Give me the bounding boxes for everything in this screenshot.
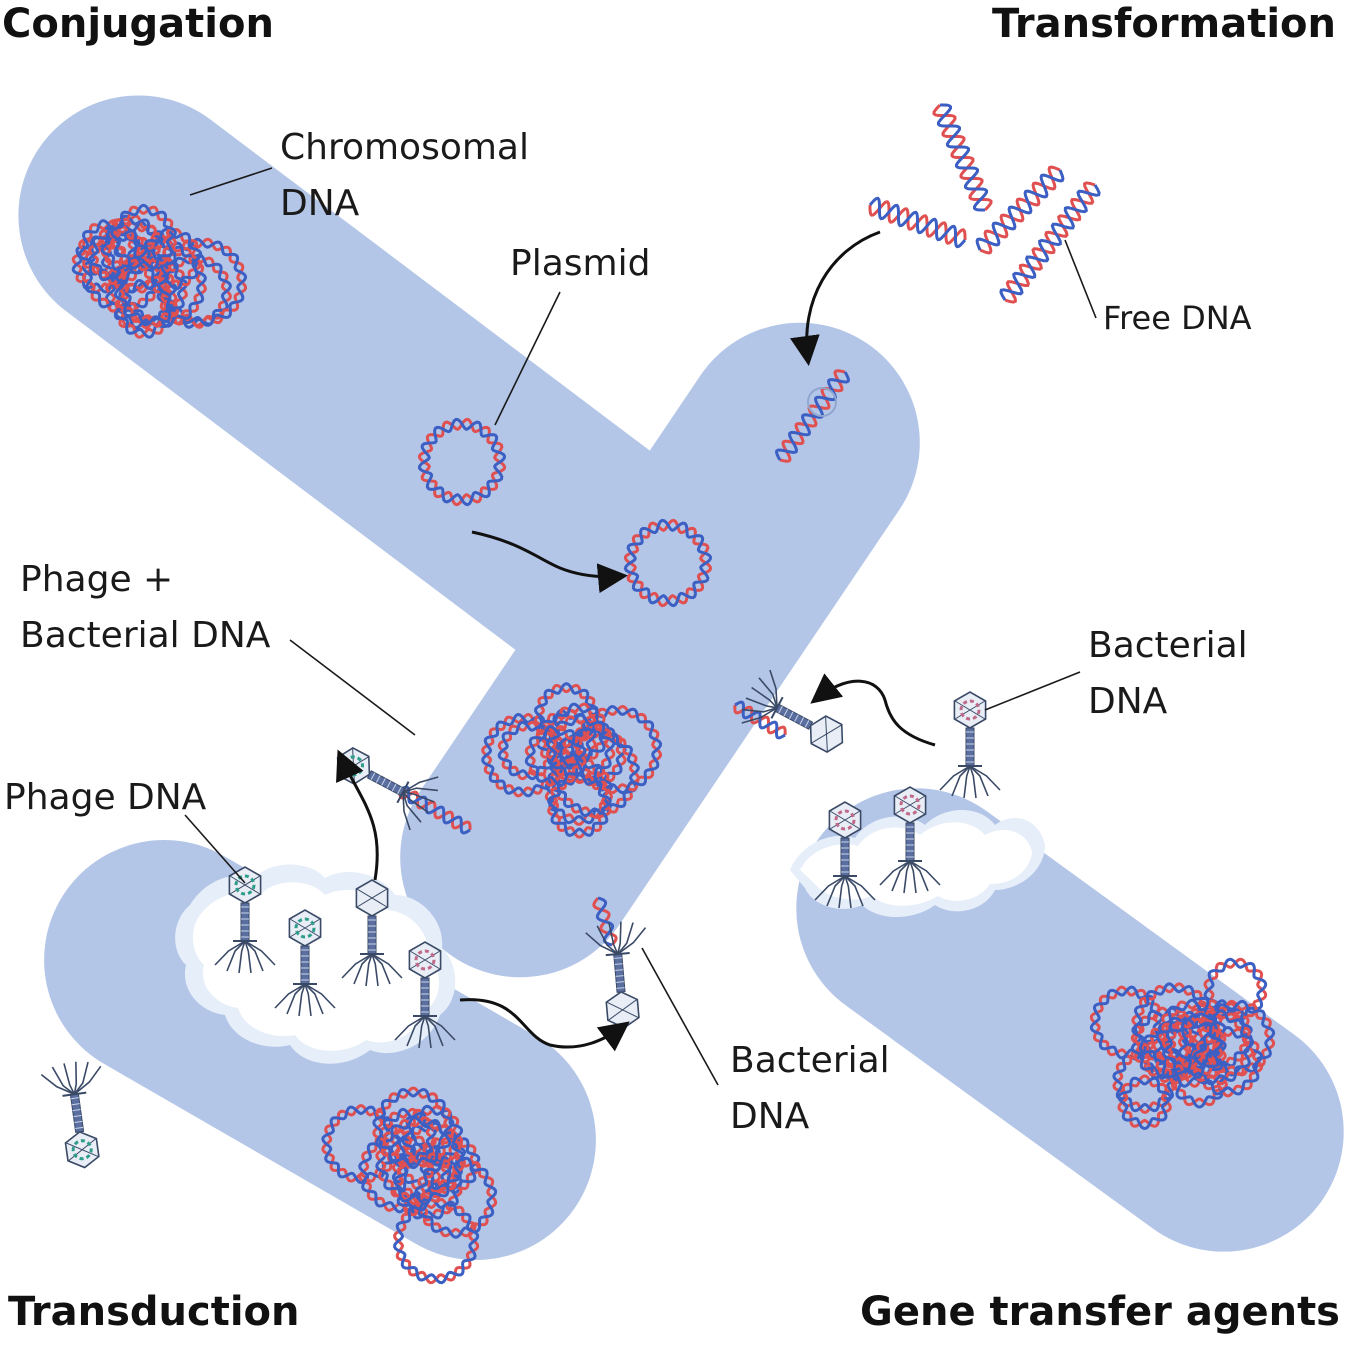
arrow-phage-to-bottom (459, 998, 630, 1052)
label-phage-dna: Phage DNA (4, 777, 207, 818)
chromosomal-dna-donor (71, 203, 248, 339)
chromosome-loop (110, 203, 177, 272)
heading-gene-transfer-agents: Gene transfer agents (860, 1289, 1340, 1335)
phage-with-phage-dna (274, 909, 336, 1017)
leader-free-dna (1064, 239, 1097, 319)
bacterial-dna-injected (592, 896, 618, 947)
chromosome-loop (393, 1197, 480, 1285)
gta-injecting (741, 669, 844, 754)
leader-plasmid (494, 291, 561, 426)
chromosome-loop (372, 1086, 455, 1170)
label-phage-bacterial-1: Phage + (20, 559, 174, 600)
label-bacterial-right-1: Bacterial (1088, 625, 1248, 666)
chromosomal-dna-recipient (481, 682, 663, 839)
leader-lines (184, 167, 1097, 1086)
label-chromosomal-1: Chromosomal (280, 127, 529, 168)
cell-recipient (400, 322, 920, 978)
heading-conjugation: Conjugation (2, 1, 274, 47)
uptake-pore (807, 387, 837, 417)
free-dna-fragment (868, 196, 967, 249)
chromosome-loop (375, 1116, 465, 1206)
label-free-dna: Free DNA (1103, 299, 1252, 337)
label-bacterial-bottom-1: Bacterial (730, 1040, 890, 1081)
plasmid-recipient (623, 518, 713, 608)
dna-layer (71, 103, 1276, 1285)
arrow-layer (336, 230, 936, 1052)
bacterial-dna-injected (398, 785, 472, 835)
arrow-phage-to-top (336, 749, 379, 881)
leader-chromosomal (189, 167, 273, 196)
heading-transformation: Transformation (992, 1, 1336, 47)
label-bacterial-right-2: DNA (1088, 681, 1168, 722)
phage-free (40, 1061, 102, 1169)
phage-layer (40, 669, 1001, 1169)
free-dna-fragment (999, 181, 1101, 304)
pilus-bridge (528, 498, 626, 566)
chromosomal-dna-transduction (321, 1086, 498, 1285)
free-dna-fragment (975, 165, 1065, 255)
leader-phage-bacterial (289, 639, 416, 736)
plasmid-donor (417, 417, 507, 507)
leader-bacterial-bottom (641, 947, 719, 1086)
label-phage-bacterial-2: Bacterial DNA (20, 615, 271, 656)
phage-injecting-bacterial-dna (585, 921, 647, 1029)
free-dna-entering (774, 369, 851, 463)
arrow-plasmid-transfer (471, 530, 628, 594)
phage-empty (341, 879, 403, 987)
chromosome-loop (546, 713, 616, 784)
gta-particle (939, 691, 1001, 799)
chromosome-loop (113, 252, 188, 327)
chromosome-loop (88, 225, 148, 286)
label-chromosomal-2: DNA (280, 183, 360, 224)
chromosomal-dna-gta (1089, 957, 1276, 1131)
arrow-gta-to-cell (810, 673, 936, 747)
label-plasmid: Plasmid (510, 243, 651, 284)
leader-bacterial-right (984, 671, 1081, 711)
phage-with-bacterial-dna (394, 941, 456, 1049)
chromosome-loop (1117, 1074, 1172, 1131)
chromosome-loop (524, 725, 587, 787)
arrow-free-dna-to-cell (789, 230, 881, 366)
chromosome-loop (1161, 1017, 1224, 1079)
chromosome-loop (547, 773, 612, 839)
gta-particle (879, 786, 941, 894)
heading-transduction: Transduction (8, 1289, 300, 1335)
leader-phage-dna (184, 814, 246, 884)
phage-with-phage-dna (214, 866, 276, 974)
chromosome-loop (1177, 1009, 1255, 1086)
gta-particle (814, 801, 876, 909)
label-bacterial-bottom-2: DNA (730, 1096, 810, 1137)
free-dna-fragment (932, 103, 993, 212)
